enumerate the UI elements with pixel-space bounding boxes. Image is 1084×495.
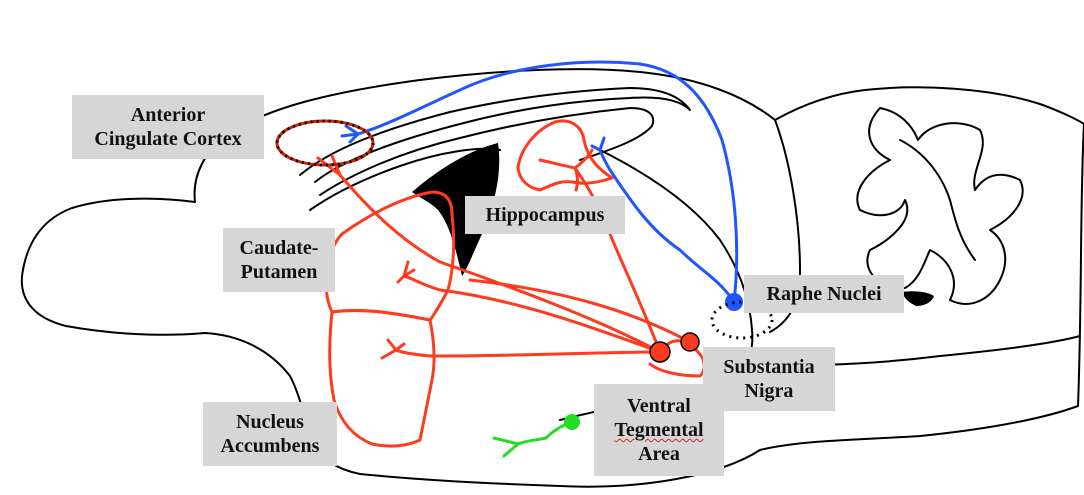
label-line: Ventral	[627, 394, 691, 418]
sn-to-caudate-projection	[470, 280, 690, 342]
fourth-ventricle	[902, 291, 934, 306]
caudate-putamen-outline	[326, 192, 454, 320]
label-line: Putamen	[241, 260, 318, 284]
label-line: Substantia	[723, 355, 814, 379]
label-line: Cingulate Cortex	[94, 127, 241, 151]
hippocampus-outline	[518, 121, 612, 190]
nucleus-accumbens-outline	[330, 310, 434, 446]
label-line: Raphe Nuclei	[767, 282, 882, 306]
label-line: Accumbens	[221, 434, 320, 458]
label-line: Area	[638, 442, 680, 466]
label-line: Nigra	[745, 379, 794, 403]
green-projection	[518, 422, 572, 444]
label-anterior-cingulate-cortex: Anterior Cingulate Cortex	[72, 95, 264, 159]
green-pathway	[494, 422, 572, 456]
label-line: Anterior	[131, 103, 205, 127]
sn-cell-body	[681, 333, 699, 351]
cerebellum-inner-folia	[900, 140, 975, 260]
green-cell-body	[564, 414, 580, 430]
outer-contour	[22, 199, 1078, 487]
vta-to-accumbens-projection	[396, 350, 660, 356]
label-line: Tegmental	[614, 418, 703, 442]
vta-cell-body	[650, 342, 670, 362]
label-ventral-tegmental-area: Ventral Tegmental Area	[594, 384, 724, 476]
label-caudate-putamen: Caudate- Putamen	[223, 228, 335, 292]
accumbens-terminal	[382, 340, 404, 358]
label-hippocampus: Hippocampus	[465, 196, 625, 234]
cingulate-blue-terminal	[342, 126, 358, 142]
label-line: Nucleus	[236, 410, 304, 434]
label-nucleus-accumbens: Nucleus Accumbens	[203, 402, 337, 466]
green-terminal	[494, 438, 518, 456]
label-raphe-nuclei: Raphe Nuclei	[744, 275, 904, 313]
cerebellum-back-contour	[1078, 124, 1084, 406]
label-line: Caudate-	[240, 236, 319, 260]
raphe-to-cingulate-projection	[358, 62, 737, 302]
label-line: Hippocampus	[486, 203, 605, 227]
hippocampus-blue-terminal	[592, 138, 604, 150]
